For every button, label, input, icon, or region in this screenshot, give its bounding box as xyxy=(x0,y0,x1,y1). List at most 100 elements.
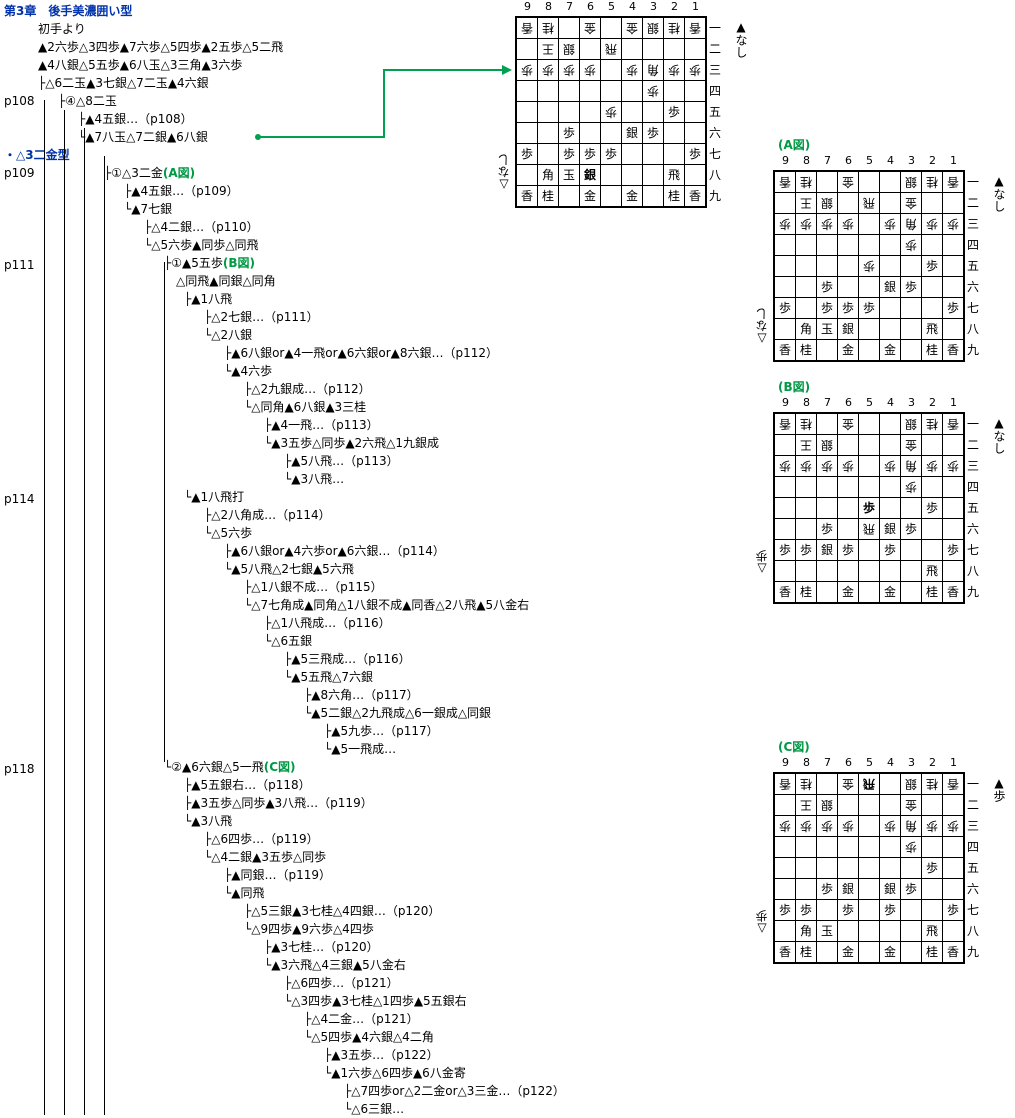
board-square xyxy=(942,518,965,540)
tree-node: └▲1六歩△6四歩▲6八金寄 xyxy=(324,1064,466,1082)
tree-node: ├▲5八飛…（p113） xyxy=(284,452,399,470)
board-square xyxy=(600,80,622,102)
shogi-piece: 歩 xyxy=(799,903,812,917)
board-square xyxy=(900,941,922,964)
column-number: 9 xyxy=(782,154,789,167)
board-square xyxy=(900,899,922,921)
shogi-piece: 金 xyxy=(883,585,896,599)
sente-hand: ▲歩 xyxy=(992,776,1006,802)
board-square xyxy=(879,318,901,340)
board-square: 歩 xyxy=(773,455,796,477)
shogi-piece: 歩 xyxy=(646,84,659,98)
shogi-piece: 桂 xyxy=(925,417,938,431)
shogi-piece: 香 xyxy=(946,417,959,431)
board-square: 香 xyxy=(942,581,965,604)
tree-node-text: └△6三銀… xyxy=(344,1102,405,1116)
board-square: 銀 xyxy=(879,276,901,298)
row-numbers: 一二三四五六七八九 xyxy=(709,18,721,207)
shogi-piece: 銀 xyxy=(820,196,833,210)
gote-hand: △歩 xyxy=(755,910,769,936)
board-square: 銀 xyxy=(816,539,838,561)
shogi-piece: 金 xyxy=(583,189,596,203)
shogi-piece: 歩 xyxy=(778,819,791,833)
tree-node: └▲3八飛 xyxy=(184,812,232,830)
board-square xyxy=(837,476,859,498)
board-square xyxy=(642,164,664,186)
board-square: 香 xyxy=(942,772,965,795)
board-square: 歩 xyxy=(684,59,707,81)
column-number: 5 xyxy=(866,396,873,409)
tree-node-text: ├△2七銀…（p111） xyxy=(204,310,319,324)
shogi-board: 香桂金銀桂香王銀金歩歩歩歩歩角歩歩歩歩歩歩飛銀歩歩歩銀歩歩歩飛香桂金金桂香 xyxy=(773,412,965,604)
board-square: 歩 xyxy=(795,213,817,235)
row-number: 六 xyxy=(967,280,980,294)
board-square xyxy=(900,339,922,362)
board-square: 桂 xyxy=(537,16,559,39)
board-square: 金 xyxy=(621,16,643,39)
board-square xyxy=(515,38,538,60)
board-square xyxy=(773,234,796,256)
shogi-piece: 桂 xyxy=(925,585,938,599)
board-square: 歩 xyxy=(900,276,922,298)
board-square xyxy=(515,101,538,123)
board-square: 香 xyxy=(684,16,707,39)
board-square: 王 xyxy=(537,38,559,60)
board-square: 飛 xyxy=(858,772,880,795)
shogi-piece: 玉 xyxy=(820,322,833,336)
row-number: 五 xyxy=(967,259,980,273)
board-square: 歩 xyxy=(816,815,838,837)
board-square: 桂 xyxy=(921,581,943,604)
board-square: 香 xyxy=(773,339,796,362)
board-square: 桂 xyxy=(795,412,817,435)
board-square: 歩 xyxy=(795,455,817,477)
board-square xyxy=(942,497,965,519)
row-number: 八 xyxy=(967,924,980,938)
shogi-piece: 歩 xyxy=(625,63,638,77)
tree-node: ├▲8六角…（p117） xyxy=(304,686,419,704)
shogi-piece: 香 xyxy=(778,777,791,791)
board-square xyxy=(837,255,859,277)
shogi-piece: 飛 xyxy=(925,564,938,578)
board-square xyxy=(816,560,838,582)
board-square xyxy=(900,497,922,519)
board-square: 角 xyxy=(642,59,664,81)
board-square xyxy=(921,276,943,298)
board-square: 金 xyxy=(900,794,922,816)
board-square: 角 xyxy=(900,213,922,235)
tree-line xyxy=(104,156,105,1115)
column-number: 8 xyxy=(803,756,810,769)
tree-node: └△5六歩▲同歩△同飛 xyxy=(144,236,259,254)
board-square: 歩 xyxy=(642,80,664,102)
tree-node: └▲3八飛… xyxy=(284,470,344,488)
board-square xyxy=(773,794,796,816)
row-number: 五 xyxy=(709,105,722,119)
shogi-piece: 歩 xyxy=(904,280,917,294)
board-square xyxy=(816,836,838,858)
shogi-piece: 歩 xyxy=(520,63,533,77)
board-square: 金 xyxy=(837,581,859,604)
column-number: 9 xyxy=(782,756,789,769)
board-square: 王 xyxy=(795,794,817,816)
tree-node: ├△7四歩or△2二金or△3三金…（p122） xyxy=(344,1082,565,1100)
board-square xyxy=(773,192,796,214)
shogi-piece: 歩 xyxy=(904,882,917,896)
shogi-piece: 歩 xyxy=(925,259,938,273)
shogi-piece: 香 xyxy=(520,21,533,35)
board-square xyxy=(858,794,880,816)
diagram-ref: (B図) xyxy=(222,256,255,270)
board-square: 歩 xyxy=(900,234,922,256)
board-square: 歩 xyxy=(921,815,943,837)
column-number: 4 xyxy=(887,154,894,167)
shogi-piece: 桂 xyxy=(925,175,938,189)
shogi-piece: 歩 xyxy=(820,882,833,896)
column-number: 7 xyxy=(824,154,831,167)
tree-node-text: △同飛▲同銀△同角 xyxy=(176,274,276,288)
tree-node-text: ├△2九銀成…（p112） xyxy=(244,382,371,396)
board-square: 香 xyxy=(773,941,796,964)
board-square xyxy=(663,38,685,60)
board-square: 飛 xyxy=(921,920,943,942)
board-square: 歩 xyxy=(773,297,796,319)
board-square: 飛 xyxy=(921,560,943,582)
row-number: 八 xyxy=(967,564,980,578)
